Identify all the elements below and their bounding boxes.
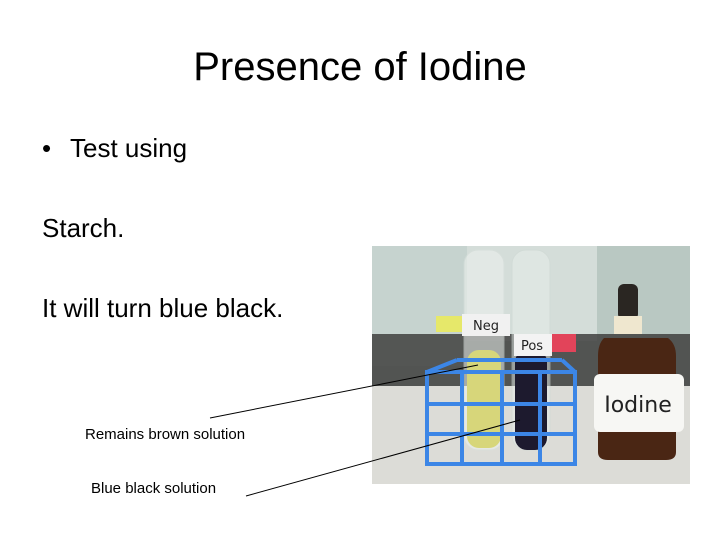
text-blue-black: It will turn blue black.	[42, 293, 284, 323]
text-starch: Starch.	[42, 213, 125, 243]
neg-label: Neg	[436, 314, 510, 336]
neg-label-text: Neg	[473, 319, 499, 334]
pos-label: Pos	[514, 334, 576, 356]
test-tube-photo: Neg Pos	[372, 246, 690, 484]
bullet-text: Test using	[70, 133, 188, 163]
bullet-dot: •	[42, 133, 52, 163]
photo-illustration: Neg Pos	[372, 246, 690, 484]
negative-test-tube	[463, 249, 505, 451]
callout-remains-brown: Remains brown solution	[85, 426, 246, 443]
bullet-item: • Test using	[42, 132, 187, 164]
callout-blue-black: Blue black solution	[91, 480, 217, 497]
bottle-label-text: Iodine	[604, 393, 672, 418]
iodine-bottle: Iodine	[594, 284, 684, 460]
pos-label-text: Pos	[521, 339, 543, 354]
slide-title: Presence of Iodine	[193, 45, 527, 89]
